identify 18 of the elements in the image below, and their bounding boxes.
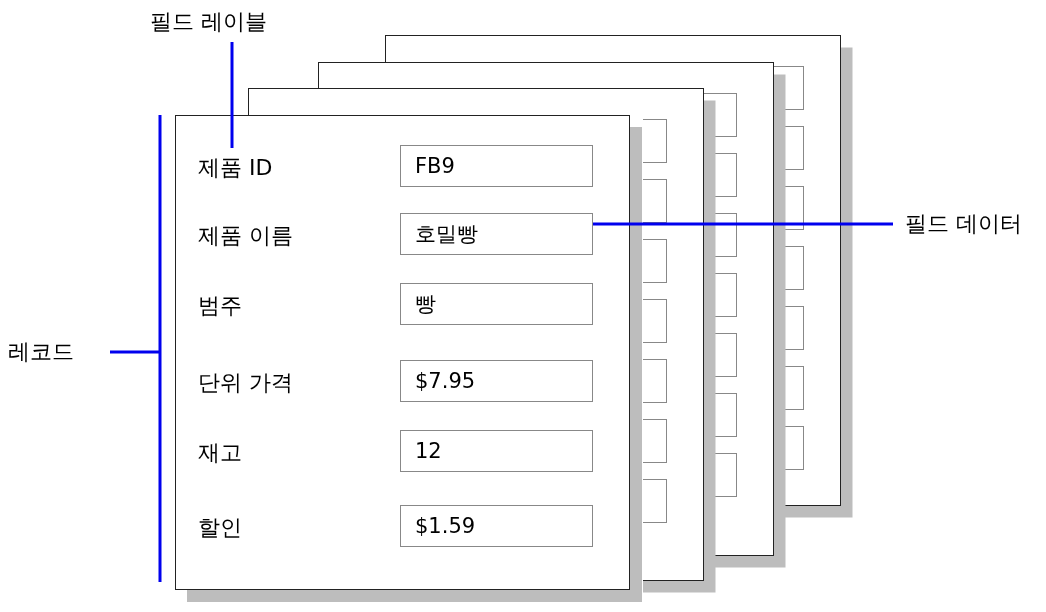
field-label: 할인: [198, 514, 242, 542]
field-label: 제품 이름: [198, 222, 293, 250]
leader-line: [593, 222, 893, 226]
field-label: 단위 가격: [198, 369, 293, 397]
bracket-leader-line: [110, 115, 162, 582]
callout-label: 필드 데이터: [905, 206, 1045, 242]
leader-line: [230, 42, 234, 148]
field-label: 범주: [198, 292, 242, 320]
field-value-box: 호밀빵: [400, 213, 593, 255]
callout-label: 필드 레이블: [150, 4, 290, 40]
field-label: 제품 ID: [198, 150, 288, 186]
field-value-box: $7.95: [400, 360, 593, 402]
field-value-box: $1.59: [400, 505, 593, 547]
callout-label: 레코드: [8, 334, 88, 370]
field-value-box: 빵: [400, 283, 593, 325]
field-value-box: 12: [400, 430, 593, 472]
field-label: 재고: [198, 439, 242, 467]
field-value-box: FB9: [400, 145, 593, 187]
